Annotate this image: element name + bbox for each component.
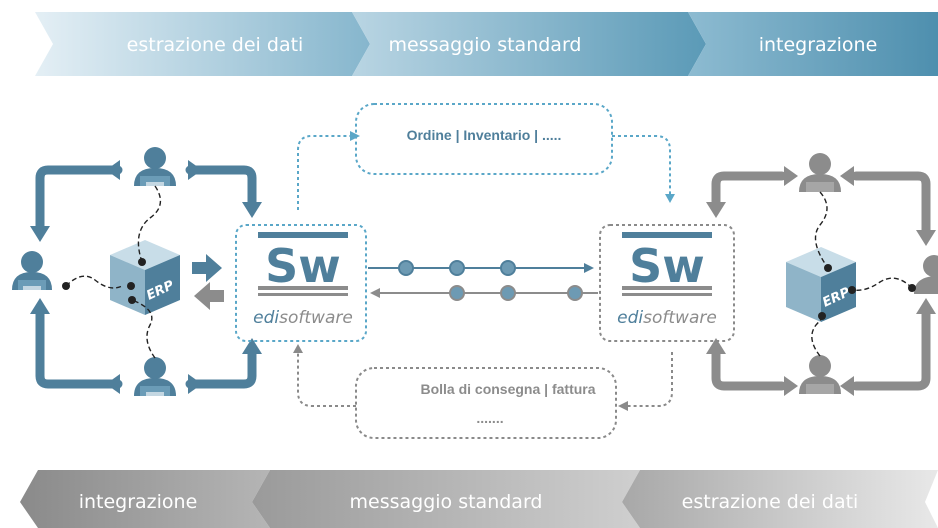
arrow-right-icon: [192, 254, 222, 282]
right-edisoftware-label: edisoftware: [617, 308, 717, 328]
top-step-2-label: messaggio standard: [389, 34, 582, 56]
top-step-1-shape: [35, 12, 370, 76]
right-sw-box: Sw edisoftware: [599, 224, 735, 342]
top-step-3-shape: [688, 12, 938, 76]
top-step-1-label: estrazione dei dati: [127, 34, 304, 56]
bottom-step-2-label: messaggio standard: [350, 491, 543, 513]
left-frame-arrowheads: [30, 160, 262, 394]
left-edisoftware-label: edisoftware: [253, 308, 353, 328]
incoming-message-line1: Bolla di consegna | fattura: [420, 381, 595, 397]
top-step-2-shape: [352, 12, 706, 76]
bottom-step-1-shape: [20, 470, 270, 528]
left-network: ERP: [12, 147, 262, 398]
bottom-step-1-label: integrazione: [79, 491, 198, 513]
left-user-bottom-icon: [134, 357, 176, 398]
right-user-bottom-icon: [799, 355, 841, 394]
left-sw-logo-letters: Sw: [265, 239, 341, 293]
left-sw-box: Sw edisoftware: [235, 224, 367, 342]
incoming-message: Bolla di consegna | fattura .......: [293, 344, 673, 439]
left-edi-part: edi: [253, 308, 279, 328]
outgoing-message-text: Ordine | Inventario | .....: [407, 127, 562, 143]
left-exchange-arrows: [192, 254, 224, 310]
bottom-step-3-label: estrazione dei dati: [682, 491, 859, 513]
top-step-3-label: integrazione: [759, 34, 878, 56]
left-software-part: software: [279, 308, 353, 328]
outgoing-line: [368, 260, 594, 276]
right-user-top-icon: [799, 153, 841, 192]
right-erp-cube-icon: ERP: [786, 247, 856, 322]
right-edi-part: edi: [617, 308, 643, 328]
arrow-left-icon: [194, 282, 224, 310]
outgoing-message: Ordine | Inventario | .....: [297, 103, 675, 210]
right-wire-nodes: [818, 264, 916, 320]
left-user-left-icon: [12, 251, 52, 292]
transmission-lines: [368, 260, 598, 301]
right-user-right-icon: [914, 255, 938, 294]
right-sw-logo-letters: Sw: [629, 239, 705, 293]
bottom-flow: integrazione messaggio standard estrazio…: [20, 470, 938, 528]
left-frame-arrows: [35, 165, 257, 389]
incoming-message-line2: .......: [476, 410, 503, 426]
left-user-top-icon: [134, 147, 176, 188]
right-network: ERP: [706, 153, 938, 396]
right-frame-arrowheads: [706, 166, 936, 396]
incoming-line: [370, 285, 598, 301]
right-software-part: software: [643, 308, 717, 328]
bottom-step-2-shape: [252, 470, 640, 528]
left-wires: [65, 185, 162, 359]
bottom-step-3-shape: [622, 470, 938, 528]
top-flow: estrazione dei dati messaggio standard i…: [35, 12, 938, 76]
left-wire-nodes: [62, 258, 146, 304]
left-erp-cube-icon: ERP: [110, 240, 180, 315]
right-frame-arrows: [711, 171, 931, 391]
right-wires: [811, 191, 913, 357]
